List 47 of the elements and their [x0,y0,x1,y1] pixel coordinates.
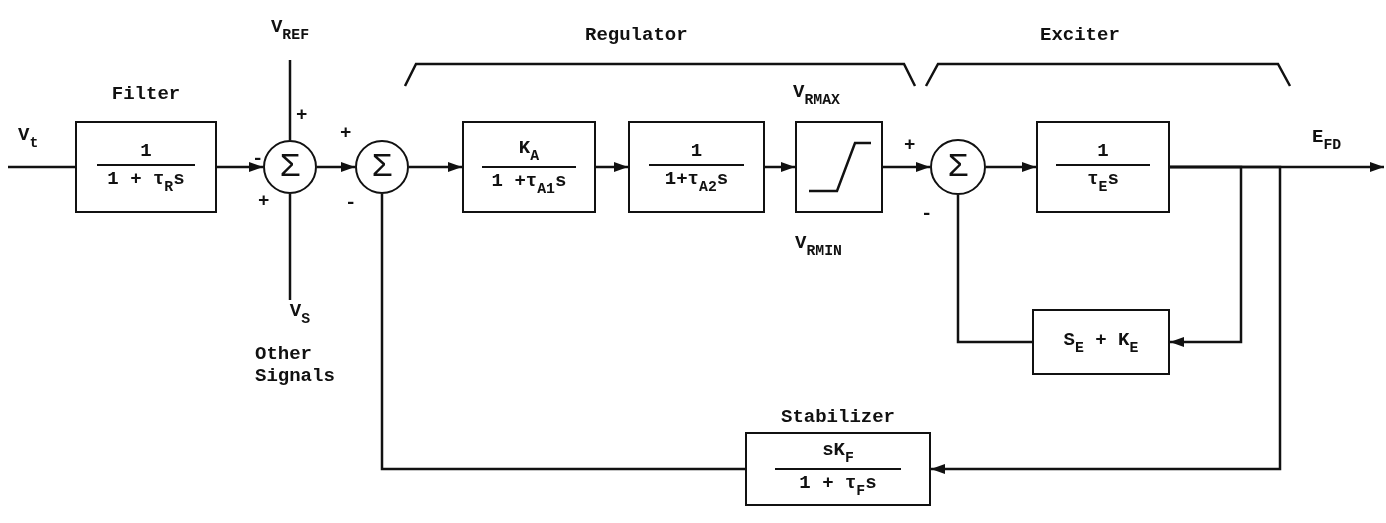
feedback-block [1032,309,1170,375]
connector-line [288,60,292,140]
sign-symbol: + [904,134,916,156]
arrow [317,162,355,172]
transfer-function: S$_{E}$ + K$_{E}$ [1063,328,1139,356]
transfer-function-block [1036,121,1170,213]
arrow [931,165,1282,474]
arrow [217,162,263,172]
denominator: 1 +τ$_{A1}$s [491,169,567,197]
summing-junction: Σ [263,140,317,194]
sign-symbol: - [345,192,357,214]
limit-label: V$_{RMIN}$ [795,232,842,259]
numerator: 1 [648,139,745,166]
arrow [409,162,462,172]
note-text: Other Signals [255,342,336,387]
numerator: sK$_{F}$ [775,439,901,470]
connector-line [956,195,1032,344]
sign-symbol: + [296,104,308,126]
arrow [596,162,628,172]
denominator: 1 + τ$_{R}$s [107,166,185,195]
numerator: 1 [1056,139,1150,166]
block-title: Filter [110,83,182,105]
summing-junction: Σ [930,139,986,195]
denominator: 1+τ$_{A2}$s [664,166,729,195]
summing-junction: Σ [355,140,409,194]
arrow [1170,165,1243,347]
signal-name: V$_{REF}$ [270,16,310,43]
connector-line [8,165,75,169]
numerator: K$_{A}$ [482,137,576,168]
transfer-function-block [628,121,765,213]
denominator: 1 + τ$_{F}$s [799,471,877,499]
limit-label: V$_{RMAX}$ [793,81,840,108]
arrow [883,162,930,172]
sign-symbol: + [340,122,352,144]
connector-line [288,194,292,300]
transfer-function-block [462,121,596,213]
section-title: Exciter [1040,24,1120,46]
connector-line [380,194,745,471]
numerator: 1 [96,139,196,166]
section-title: Regulator [585,24,688,46]
signal-name: V$_{S}$ [289,300,311,327]
denominator: τ$_{E}$s [1087,166,1119,195]
block-title: Stabilizer [780,406,896,428]
arrow [765,162,795,172]
sign-symbol: - [921,203,933,225]
arrow [986,162,1036,172]
sign-symbol: - [252,148,264,170]
